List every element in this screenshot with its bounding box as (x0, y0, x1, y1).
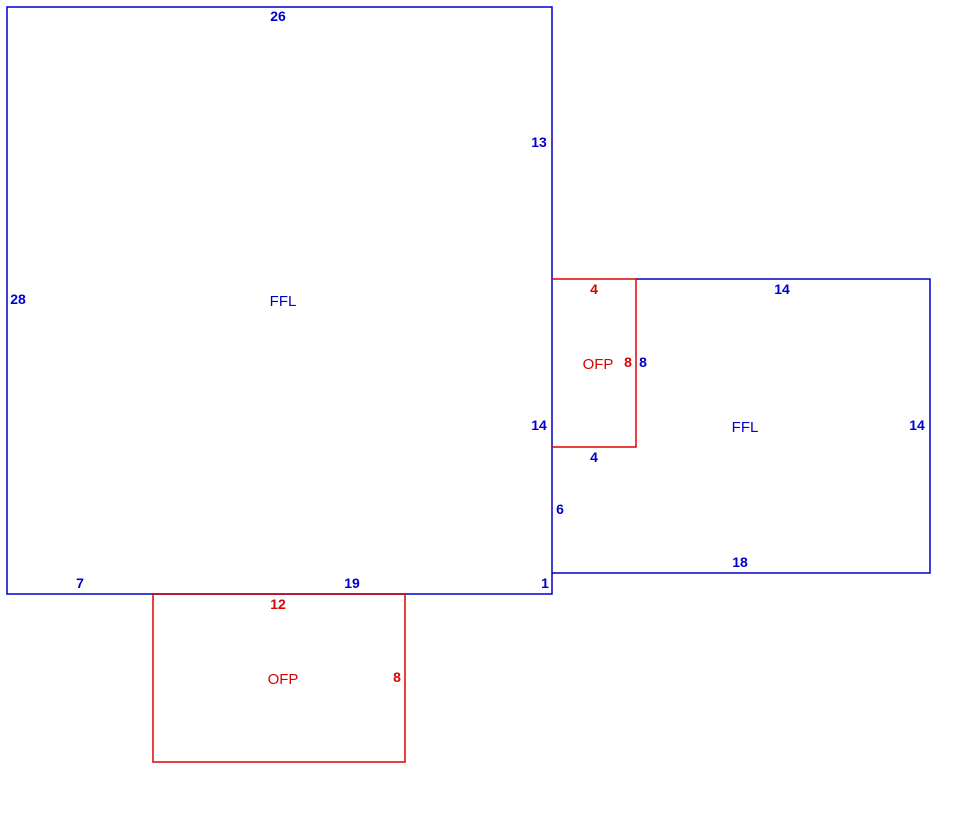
bottom-ofp-dim-top: 12 (270, 596, 286, 612)
main-ffl-dim-top: 26 (270, 8, 286, 24)
side-ffl-label: FFL (732, 419, 759, 436)
bottom-ofp-area: OFP 12 8 (152, 594, 406, 763)
side-ofp-dim-right: 8 (624, 354, 632, 370)
side-ffl-area: FFL 14 14 18 6 8 4 (552, 278, 931, 574)
main-ffl-label: FFL (270, 293, 297, 310)
main-ffl-dim-bottom-left: 7 (76, 575, 84, 591)
main-ffl-outline (6, 6, 553, 595)
side-ffl-dim-top: 14 (774, 281, 790, 297)
bottom-ofp-outline (152, 594, 406, 763)
main-ffl-dim-left: 28 (10, 291, 26, 307)
side-ofp-label: OFP (583, 356, 614, 373)
side-ffl-outline (552, 278, 931, 574)
side-ffl-dim-bottom: 18 (732, 554, 748, 570)
main-ffl-dim-right-upper: 13 (531, 134, 547, 150)
main-ffl-dim-bottom-mid: 19 (344, 575, 360, 591)
bottom-ofp-dim-right: 8 (393, 669, 401, 685)
side-ofp-area: OFP 4 8 (552, 278, 637, 448)
bottom-ofp-label: OFP (268, 671, 299, 688)
side-ffl-dim-inner-bottom: 4 (590, 449, 598, 465)
side-ofp-dim-top: 4 (590, 281, 598, 297)
main-ffl-area: FFL 26 13 28 14 7 19 1 (6, 6, 553, 595)
side-ffl-dim-right: 14 (909, 417, 925, 433)
side-ffl-dim-left-lower: 6 (556, 501, 564, 517)
side-ffl-dim-inner-right: 8 (639, 354, 647, 370)
side-ofp-outline (552, 278, 637, 448)
main-ffl-dim-bottom-right: 1 (541, 575, 549, 591)
main-ffl-dim-right-lower: 14 (531, 417, 547, 433)
